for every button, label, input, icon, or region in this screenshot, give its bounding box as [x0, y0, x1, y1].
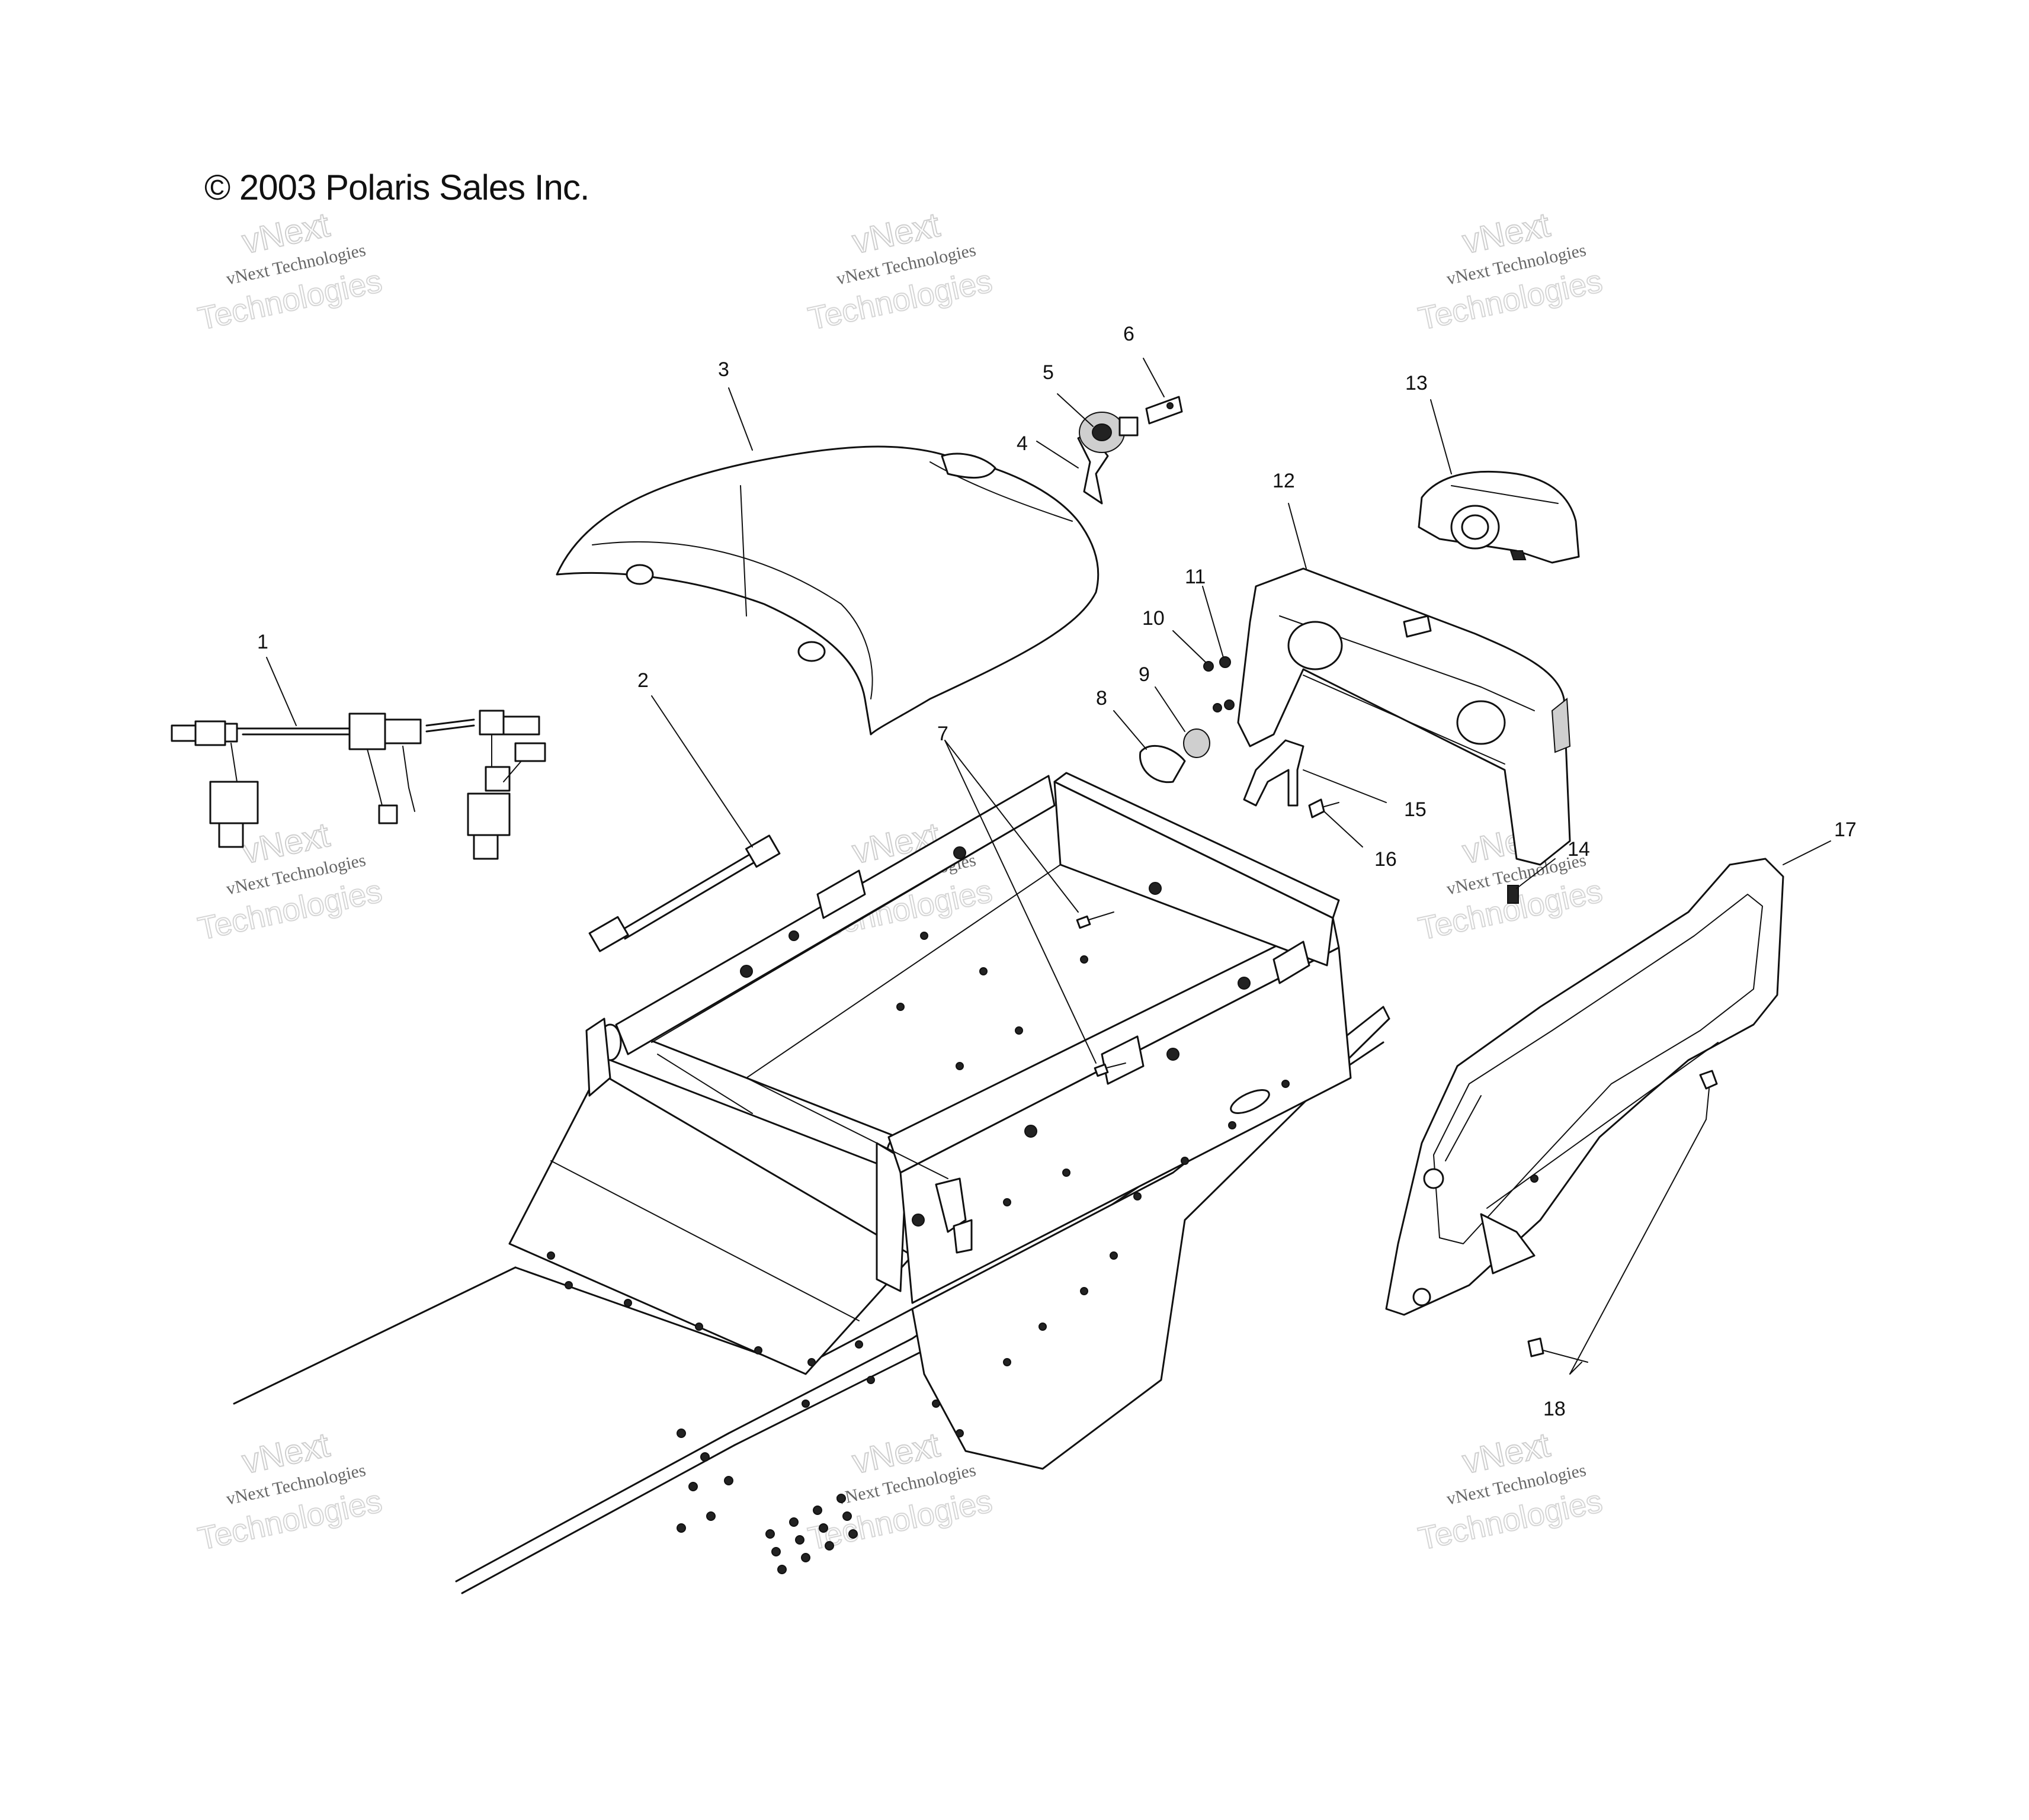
part-7-bolts: [1076, 911, 1126, 1077]
callout-3: 3: [718, 358, 729, 381]
callout-labels: 1 2 3 4 5 6 7 8 9 10 11 12 13 14 15 16 1…: [257, 323, 1857, 1420]
callout-4: 4: [1017, 432, 1028, 455]
callout-1: 1: [257, 631, 268, 653]
callout-8: 8: [1096, 687, 1107, 710]
part-9-bulb: [1183, 728, 1210, 758]
callout-15: 15: [1404, 798, 1427, 821]
part-18-rivets: [1527, 1070, 1718, 1363]
callout-14: 14: [1568, 838, 1590, 861]
part-14-fastener: [1507, 885, 1519, 904]
callout-2: 2: [637, 669, 649, 692]
tunnel-chassis: [233, 772, 1390, 1594]
callout-16: 16: [1374, 848, 1397, 871]
part-1-wire-harness: [171, 710, 546, 860]
callout-6: 6: [1123, 323, 1134, 345]
part-16-screw: [1308, 798, 1339, 818]
leader-lines: [266, 358, 1831, 1375]
watermark: vNext vNext Technologies Technologies: [194, 1425, 386, 1558]
part-11-nut: [1219, 656, 1235, 710]
part-8-bulb-socket: [1139, 744, 1186, 784]
callout-5: 5: [1043, 361, 1054, 384]
watermark: vNext vNext Technologies Technologies: [1415, 205, 1606, 338]
watermark: vNext vNext Technologies Technologies: [194, 815, 386, 948]
part-17-side-panel: [1385, 858, 1784, 1316]
callout-17: 17: [1834, 818, 1857, 841]
watermark: vNext vNext Technologies Technologies: [804, 205, 996, 338]
part-5-lock-cylinder: [1079, 412, 1139, 453]
callout-7: 7: [937, 723, 948, 745]
copyright-notice: © 2003 Polaris Sales Inc.: [204, 168, 590, 207]
callout-12: 12: [1272, 470, 1295, 492]
watermark: vNext vNext Technologies Technologies: [1415, 815, 1606, 948]
part-6-key: [1145, 396, 1183, 425]
watermark: vNext vNext Technologies Technologies: [1415, 1425, 1606, 1558]
watermark: vNext vNext Technologies Technologies: [194, 205, 386, 338]
callout-11: 11: [1185, 566, 1206, 588]
part-15-bracket: [1243, 739, 1304, 807]
part-3-seat: [556, 445, 1100, 736]
callout-10: 10: [1142, 607, 1165, 630]
callout-9: 9: [1139, 663, 1150, 686]
part-2-wire: [588, 834, 781, 952]
rivet-holes: [547, 846, 1290, 1574]
callout-18: 18: [1543, 1398, 1566, 1420]
part-10-nut: [1203, 661, 1222, 712]
part-12-taillight-housing: [1237, 567, 1571, 866]
part-13-reflector: [1418, 470, 1580, 564]
callout-13: 13: [1405, 372, 1428, 394]
